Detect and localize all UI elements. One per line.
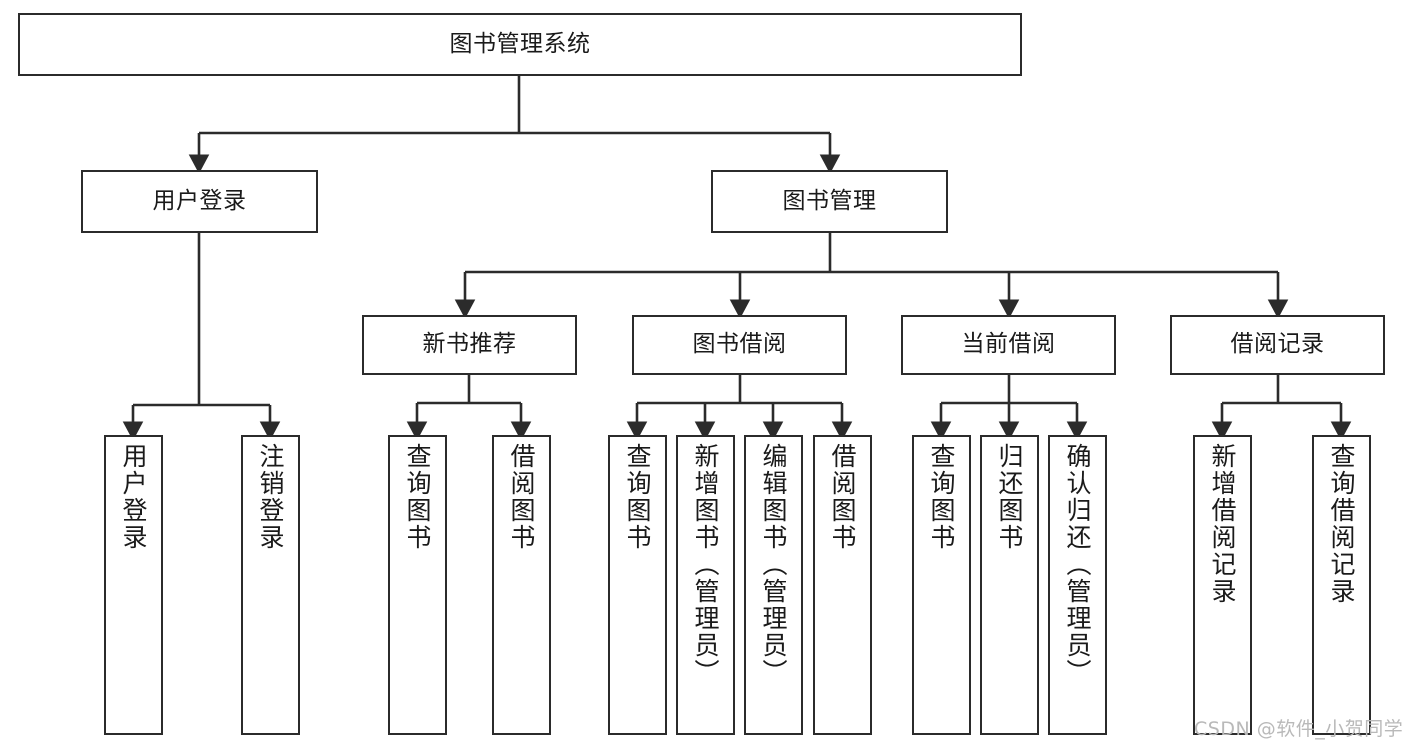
- node-label: 当前借阅: [961, 331, 1056, 358]
- csdn-watermark: CSDN @软件_小贺同学: [1194, 718, 1404, 740]
- leaf-add-book[interactable]: 新增图书（管理员）: [676, 435, 735, 735]
- node-label: 借阅图书: [507, 443, 536, 551]
- node-label: 查询图书: [623, 443, 652, 551]
- node-new-book-recommend[interactable]: 新书推荐: [362, 315, 577, 375]
- node-current-borrow[interactable]: 当前借阅: [901, 315, 1116, 375]
- leaf-return-book[interactable]: 归还图书: [980, 435, 1039, 735]
- leaf-query-borrow-record[interactable]: 查询借阅记录: [1312, 435, 1371, 735]
- node-label: 确认归还（管理员）: [1063, 443, 1092, 686]
- leaf-confirm-return[interactable]: 确认归还（管理员）: [1048, 435, 1107, 735]
- leaf-query-book-recommend[interactable]: 查询图书: [388, 435, 447, 735]
- node-label: 查询图书: [403, 443, 432, 551]
- node-label: 图书管理: [782, 187, 877, 214]
- node-label: 借阅记录: [1230, 331, 1325, 358]
- node-label: 用户登录: [152, 187, 247, 214]
- node-borrow-record[interactable]: 借阅记录: [1170, 315, 1385, 375]
- node-label: 编辑图书（管理员）: [759, 443, 788, 686]
- node-label: 图书借阅: [692, 331, 787, 358]
- leaf-logout-login[interactable]: 注销登录: [241, 435, 300, 735]
- leaf-borrow-book-recommend[interactable]: 借阅图书: [492, 435, 551, 735]
- leaf-borrow-book[interactable]: 借阅图书: [813, 435, 872, 735]
- node-book-borrow[interactable]: 图书借阅: [632, 315, 847, 375]
- leaf-query-book-current[interactable]: 查询图书: [912, 435, 971, 735]
- node-label: 查询图书: [927, 443, 956, 551]
- node-label: 新书推荐: [422, 331, 517, 358]
- node-root-system[interactable]: 图书管理系统: [18, 13, 1022, 76]
- node-label: 查询借阅记录: [1327, 443, 1356, 605]
- node-label: 新增借阅记录: [1208, 443, 1237, 605]
- leaf-add-borrow-record[interactable]: 新增借阅记录: [1193, 435, 1252, 735]
- node-user-login[interactable]: 用户登录: [81, 170, 318, 233]
- node-label: 借阅图书: [828, 443, 857, 551]
- leaf-user-login[interactable]: 用户登录: [104, 435, 163, 735]
- node-label: 图书管理系统: [449, 30, 591, 57]
- leaf-edit-book[interactable]: 编辑图书（管理员）: [744, 435, 803, 735]
- node-label: 用户登录: [119, 443, 148, 551]
- leaf-query-book-borrow[interactable]: 查询图书: [608, 435, 667, 735]
- node-label: 归还图书: [995, 443, 1024, 551]
- node-book-manage[interactable]: 图书管理: [711, 170, 948, 233]
- node-label: 新增图书（管理员）: [691, 443, 720, 686]
- node-label: 注销登录: [256, 443, 285, 551]
